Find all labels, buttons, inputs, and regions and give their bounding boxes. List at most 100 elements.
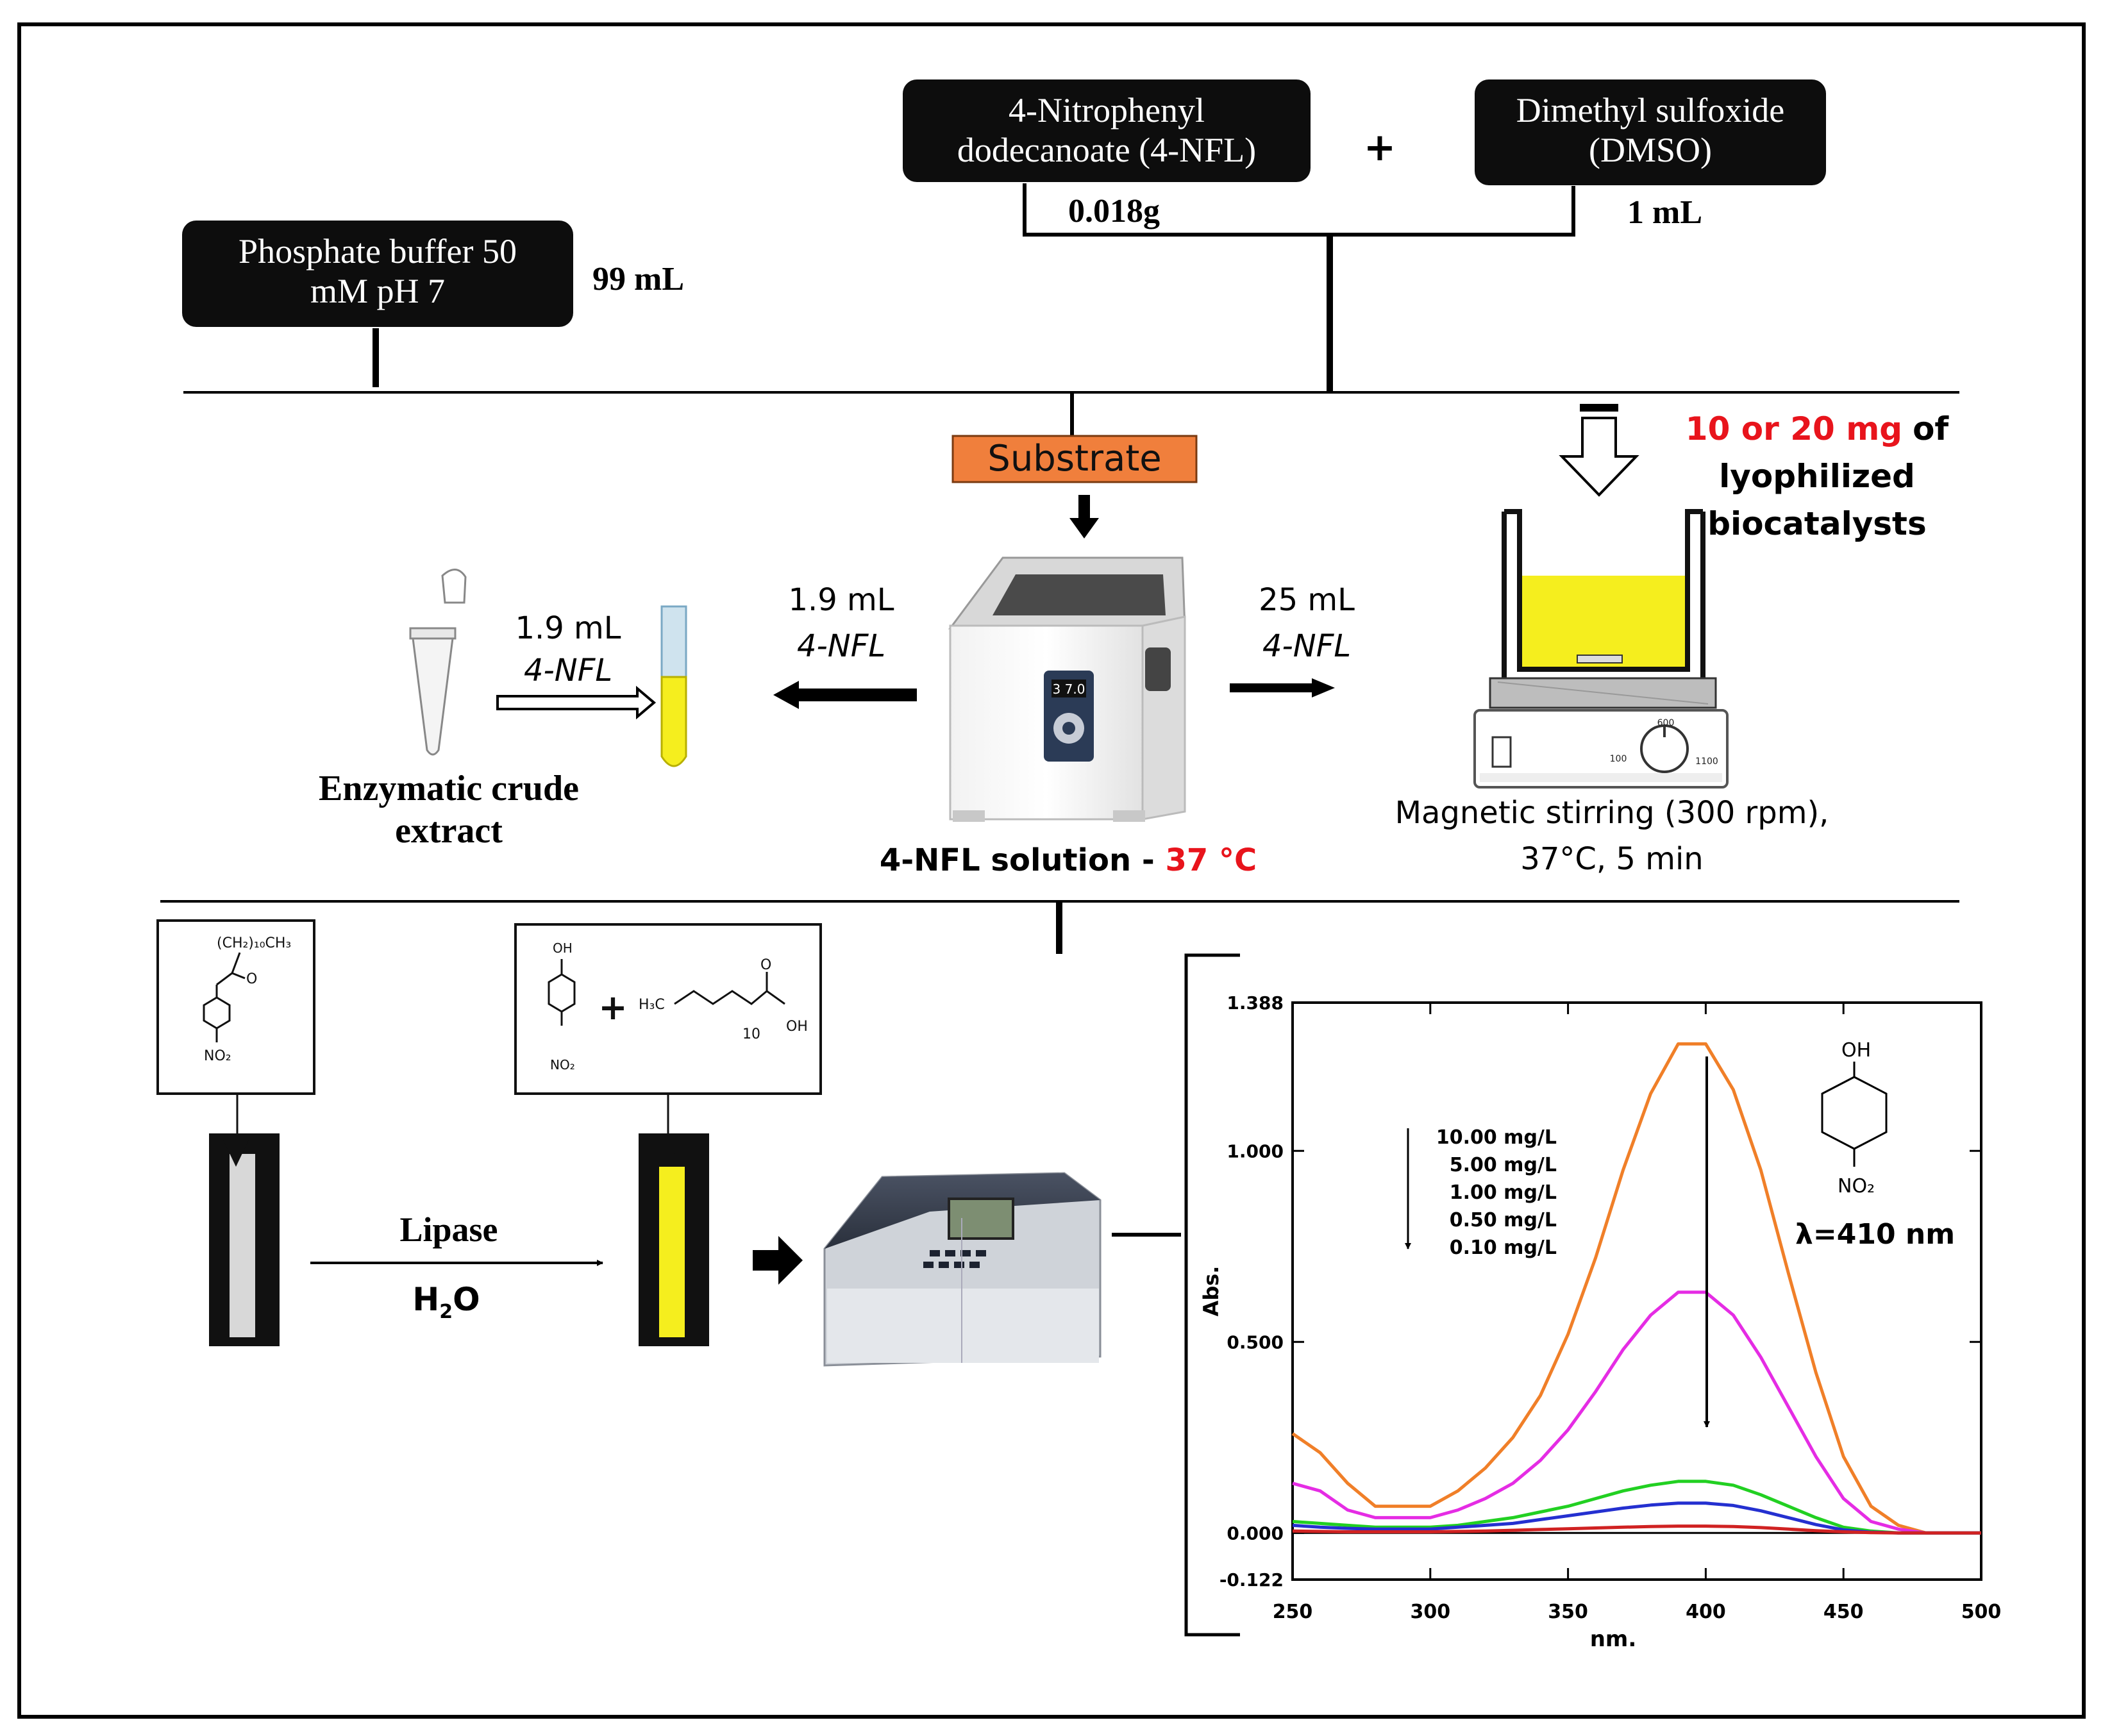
legend-item-2: 1.00 mg/L	[1450, 1181, 1557, 1204]
dial-top: 600	[1657, 718, 1675, 728]
magnetic-stirrer-illustration: 600 100 1100	[1473, 509, 1729, 789]
nitrophenyl-label-line2: dodecanoate (4-NFL)	[957, 131, 1256, 169]
cuvette-before	[209, 1094, 280, 1346]
right-reagent-label: 4-NFL	[1262, 628, 1351, 664]
left-arrow-icon	[773, 681, 917, 709]
series-line-1	[1292, 1290, 1981, 1535]
spectro-arrow-icon	[753, 1236, 803, 1285]
left-volume-label: 1.9 mL	[788, 582, 894, 618]
spectrophotometer-illustration	[823, 1172, 1102, 1367]
y-tick-label-2: 0.500	[1227, 1331, 1284, 1353]
acid-oh-label: OH	[786, 1019, 808, 1035]
product-oh-label: OH	[553, 940, 573, 956]
dial-right: 1100	[1695, 756, 1718, 767]
legend-item-4: 0.10 mg/L	[1450, 1237, 1557, 1259]
biocatalyst-amount: 10 or 20 mg	[1686, 410, 1902, 447]
nitrophenyl-box: 4-Nitrophenyl dodecanoate (4-NFL)	[903, 79, 1311, 182]
y-tick-label-1: 1.000	[1227, 1140, 1284, 1162]
biocatalyst-label-line3: biocatalysts	[1707, 505, 1926, 542]
wavelength-annotation: λ=410 nm	[1795, 1218, 1955, 1251]
nitrophenyl-label-line1: 4-Nitrophenyl	[1009, 91, 1205, 129]
test-tube-illustration	[660, 605, 687, 767]
x-tick-label-0: 250	[1273, 1601, 1313, 1623]
legend-item-1: 5.00 mg/L	[1450, 1154, 1557, 1176]
biocatalyst-label-line1: 10 or 20 mg of	[1686, 410, 1950, 447]
y-tick-labels: 1.388 1.000 0.500 0.000 -0.122	[1219, 992, 1284, 1590]
bath-caption-temperature: 37 °C	[1165, 842, 1257, 878]
biocatalyst-label-line2: lyophilized	[1719, 458, 1915, 495]
cuvette-after	[639, 1094, 709, 1346]
dmso-volume-label: 1 mL	[1627, 194, 1702, 231]
extract-label-line2: extract	[395, 811, 503, 851]
substrate-label: Substrate	[987, 438, 1161, 480]
hollow-arrow-icon	[496, 685, 657, 720]
y-tick-label-3: 0.000	[1227, 1523, 1284, 1544]
x-tick-label-5: 500	[1961, 1601, 2002, 1623]
buffer-label-line1: Phosphate buffer 50	[239, 232, 517, 271]
water-bath-illustration: 3 7.0	[948, 556, 1186, 822]
dmso-label-line1: Dimethyl sulfoxide	[1516, 91, 1784, 129]
ester-structure: (CH₂)₁₀CH₃ O NO₂	[156, 919, 315, 1095]
series-line-4	[1292, 1524, 1981, 1535]
tube-reagent-label: 4-NFL	[524, 653, 612, 689]
x-tick-label-3: 400	[1686, 1601, 1726, 1623]
x-tick-label-1: 300	[1410, 1601, 1450, 1623]
solvent-h: H	[412, 1281, 439, 1318]
down-arrow-icon	[1069, 495, 1099, 538]
x-tick-label-4: 450	[1823, 1601, 1864, 1623]
series-lines	[1291, 1042, 1981, 1535]
tube-volume-label: 1.9 mL	[515, 610, 621, 646]
right-volume-label: 25 mL	[1259, 582, 1355, 618]
stirrer-label-line2: 37°C, 5 min	[1520, 841, 1703, 877]
lipase-label: Lipase	[399, 1210, 498, 1249]
legend-item-3: 0.50 mg/L	[1450, 1209, 1557, 1231]
acid-o-label: O	[760, 957, 771, 973]
buffer-label-line2: mM pH 7	[310, 272, 445, 310]
acid-h3c-label: H₃C	[639, 997, 665, 1013]
eppendorf-tube-illustration	[409, 569, 467, 756]
absorbance-chart: 250 300 350 400 450 500 1.388 1.000 0.500 0.000 -…	[1199, 992, 2001, 1652]
product-no2-label: NO₂	[550, 1057, 575, 1072]
plot-area	[1291, 1001, 1982, 1581]
dmso-box: Dimethyl sulfoxide (DMSO)	[1475, 79, 1826, 185]
left-reagent-label: 4-NFL	[797, 628, 885, 664]
substrate-box	[951, 435, 1198, 483]
buffer-box: Phosphate buffer 50 mM pH 7	[182, 221, 573, 327]
ester-chain-label: (CH₂)₁₀CH₃	[217, 935, 291, 951]
solvent-sub: 2	[439, 1301, 453, 1323]
ester-no2-label: NO₂	[204, 1048, 231, 1064]
biocatalyst-of: of	[1913, 410, 1949, 447]
inset-oh-label: OH	[1841, 1039, 1871, 1062]
y-tick-label-4: -0.122	[1219, 1569, 1284, 1590]
dial-left: 100	[1610, 754, 1627, 764]
solvent-o: O	[453, 1281, 480, 1318]
right-arrow-icon	[1230, 678, 1335, 697]
mixing-connector	[183, 183, 1959, 436]
x-axis-label: nm.	[1590, 1626, 1637, 1652]
x-tick-labels: 250 300 350 400 450 500	[1273, 1601, 2002, 1623]
inset-no2-label: NO₂	[1838, 1175, 1875, 1198]
dmso-label-line2: (DMSO)	[1589, 131, 1712, 169]
extract-label-line1: Enzymatic crude	[319, 769, 579, 808]
product-structure: OH NO₂ + H₃C 10 O OH	[514, 923, 822, 1095]
bath-caption-main: 4-NFL solution -	[880, 842, 1166, 878]
solvent-label: H2O	[412, 1281, 480, 1323]
chart-bracket	[1184, 953, 1240, 1637]
legend-item-0: 10.00 mg/L	[1436, 1126, 1557, 1149]
bath-display: 3 7.0	[1053, 681, 1085, 697]
y-axis-label: Abs.	[1199, 1266, 1223, 1317]
acid-10-label: 10	[742, 1026, 760, 1042]
y-tick-label-0: 1.388	[1227, 992, 1284, 1014]
ester-o-label: O	[246, 971, 257, 987]
stirrer-label-line1: Magnetic stirring (300 rpm),	[1395, 795, 1829, 831]
nfl-mass-label: 0.018g	[1068, 193, 1160, 230]
x-tick-label-2: 350	[1548, 1601, 1588, 1623]
series-line-0	[1291, 1042, 1981, 1535]
plus-sign: +	[1364, 125, 1396, 170]
bath-caption: 4-NFL solution - 37 °C	[880, 842, 1257, 878]
nitrophenol-inset: OH NO₂	[1821, 1039, 1888, 1198]
buffer-volume-label: 99 mL	[592, 261, 684, 297]
hollow-down-arrow-icon	[1559, 404, 1639, 497]
product-plus: +	[598, 987, 627, 1028]
legend: 10.00 mg/L 5.00 mg/L 1.00 mg/L 0.50 mg/L 0.1…	[1436, 1126, 1557, 1259]
